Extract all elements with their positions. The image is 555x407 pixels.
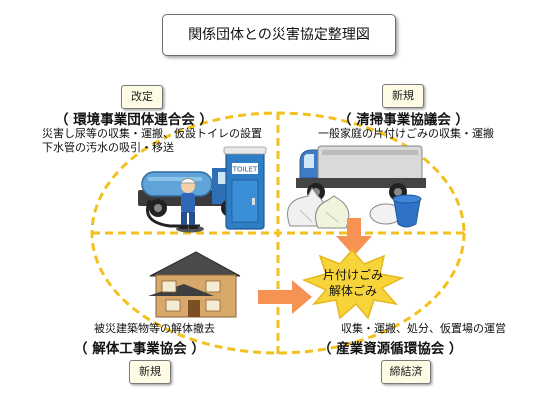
arrow-icon xyxy=(258,218,372,314)
trash-bin-icon xyxy=(369,194,422,228)
center-label: 片付けごみ 解体ごみ xyxy=(303,267,403,299)
garbage-bags-icon xyxy=(287,187,350,229)
desc-environment-line1: 災害し尿等の収集・運搬、仮設トイレの設置 xyxy=(42,127,262,140)
org-demolition-association: （ 解体工事業協会 ） xyxy=(74,341,205,357)
house-icon xyxy=(148,251,241,318)
desc-cleaning-line1: 一般家庭の片付けごみの収集・運搬 xyxy=(318,127,494,140)
quadrant-ellipse xyxy=(90,111,466,355)
org-environment-union: （ 環境事業団体連合会 ） xyxy=(55,112,213,128)
tag-new: 新規 xyxy=(382,84,424,108)
starburst-icon xyxy=(301,248,405,320)
tag-concluded: 締結済 xyxy=(381,360,431,384)
desc-demolition-line1: 被災建築物等の解体撤去 xyxy=(94,322,215,335)
center-label-line1: 片付けごみ xyxy=(322,268,383,282)
portable-toilet-icon: TOILET xyxy=(223,146,267,230)
tag-new: 新規 xyxy=(129,360,171,384)
org-industrial-resource-association: （ 産業資源循環協会 ） xyxy=(318,341,463,357)
org-cleaning-council: （ 清掃事業協議会 ） xyxy=(338,112,469,128)
garbage-truck-icon xyxy=(296,145,426,201)
desc-environment-line2: 下水管の汚水の吸引・移送 xyxy=(42,141,174,154)
toilet-sign-text: TOILET xyxy=(232,166,258,174)
center-label-line2: 解体ごみ xyxy=(328,284,377,298)
tag-revised: 改定 xyxy=(121,85,163,109)
worker-icon xyxy=(176,178,204,233)
desc-industrial-line1: 収集・運搬、処分、仮置場の運営 xyxy=(341,322,506,335)
diagram-title: 関係団体との災害協定整理図 xyxy=(162,14,396,56)
